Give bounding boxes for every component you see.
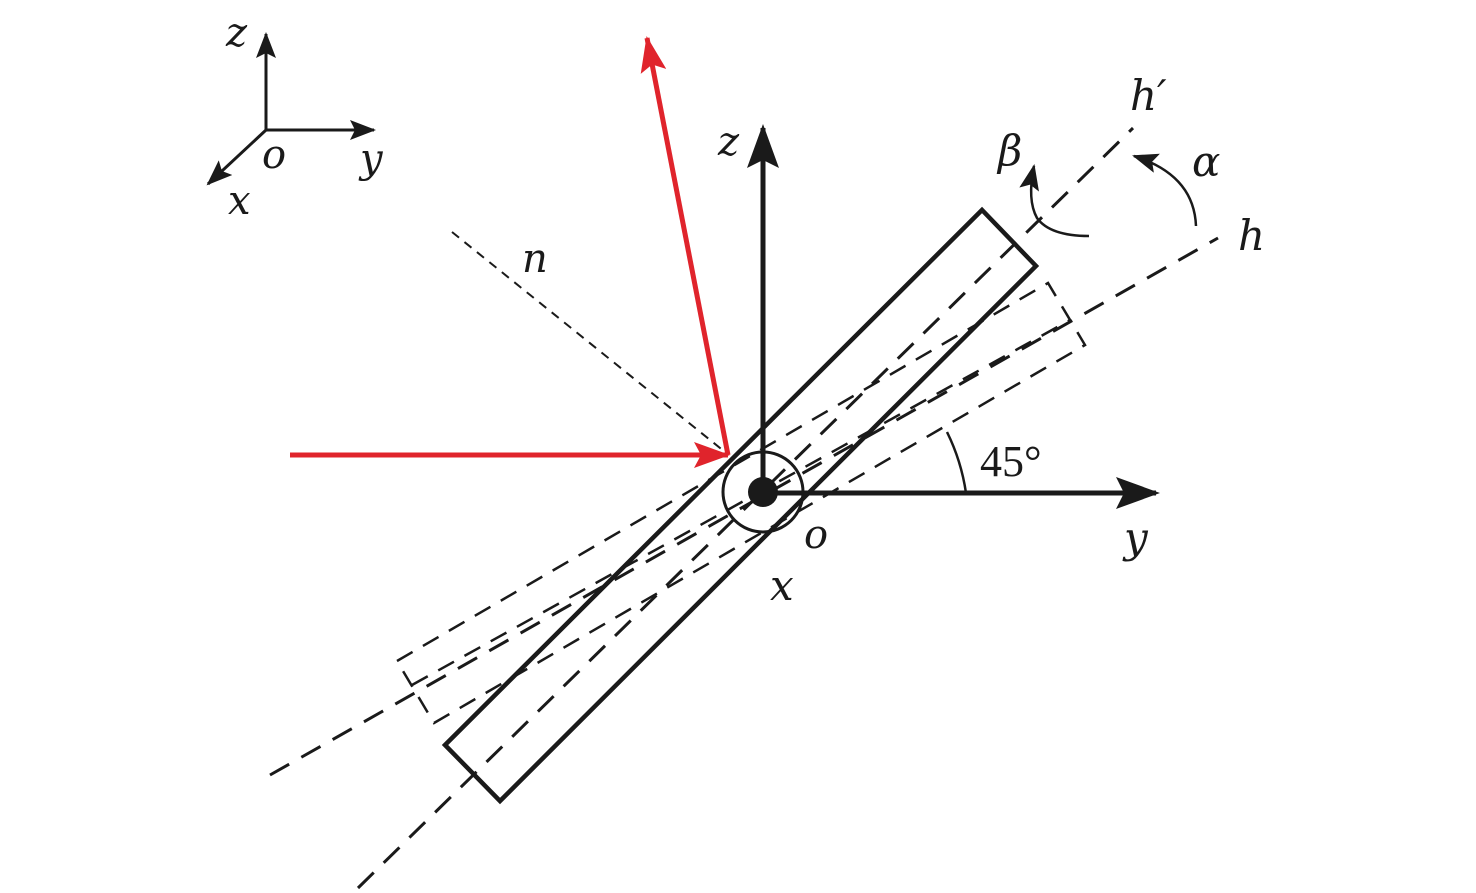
main-y-label: y (1122, 513, 1149, 562)
main-origin-label: o (804, 512, 828, 558)
h-axis-line (269, 236, 1219, 777)
inset-axes: z y x o (206, 10, 384, 224)
x-axis-out-of-page-circle (721, 450, 805, 534)
normal-label: n (522, 236, 548, 282)
angle-45-label: 45° (980, 437, 1042, 486)
main-z-label: z (717, 119, 740, 165)
beta-rotation-arrow (1019, 164, 1090, 238)
inset-x-axis (206, 128, 268, 186)
h-prime-axis-line (356, 126, 1135, 890)
rotated-mirror-inner-top (411, 318, 1071, 687)
alpha-rotation-arrow (1132, 153, 1198, 227)
beta-label: β (996, 126, 1022, 175)
angle-45-arc (945, 431, 968, 494)
main-x-label: x (770, 561, 794, 610)
inset-x-label: x (228, 178, 251, 224)
normal-line (451, 231, 726, 453)
main-axes: z y x o (717, 119, 1160, 610)
mirror-plate (441, 206, 1040, 805)
h-label: h (1238, 211, 1265, 260)
inset-z-label: z (225, 10, 248, 56)
inset-y-label: y (358, 136, 384, 182)
alpha-label: α (1192, 137, 1220, 186)
h-prime-label: h′ (1130, 71, 1167, 120)
inset-origin-label: o (262, 132, 286, 178)
rotated-mirror-outline (395, 281, 1087, 725)
beams (290, 36, 731, 468)
reflected-beam-arrow (640, 36, 731, 456)
construction-lines (269, 126, 1219, 890)
origin-dot (748, 477, 778, 507)
